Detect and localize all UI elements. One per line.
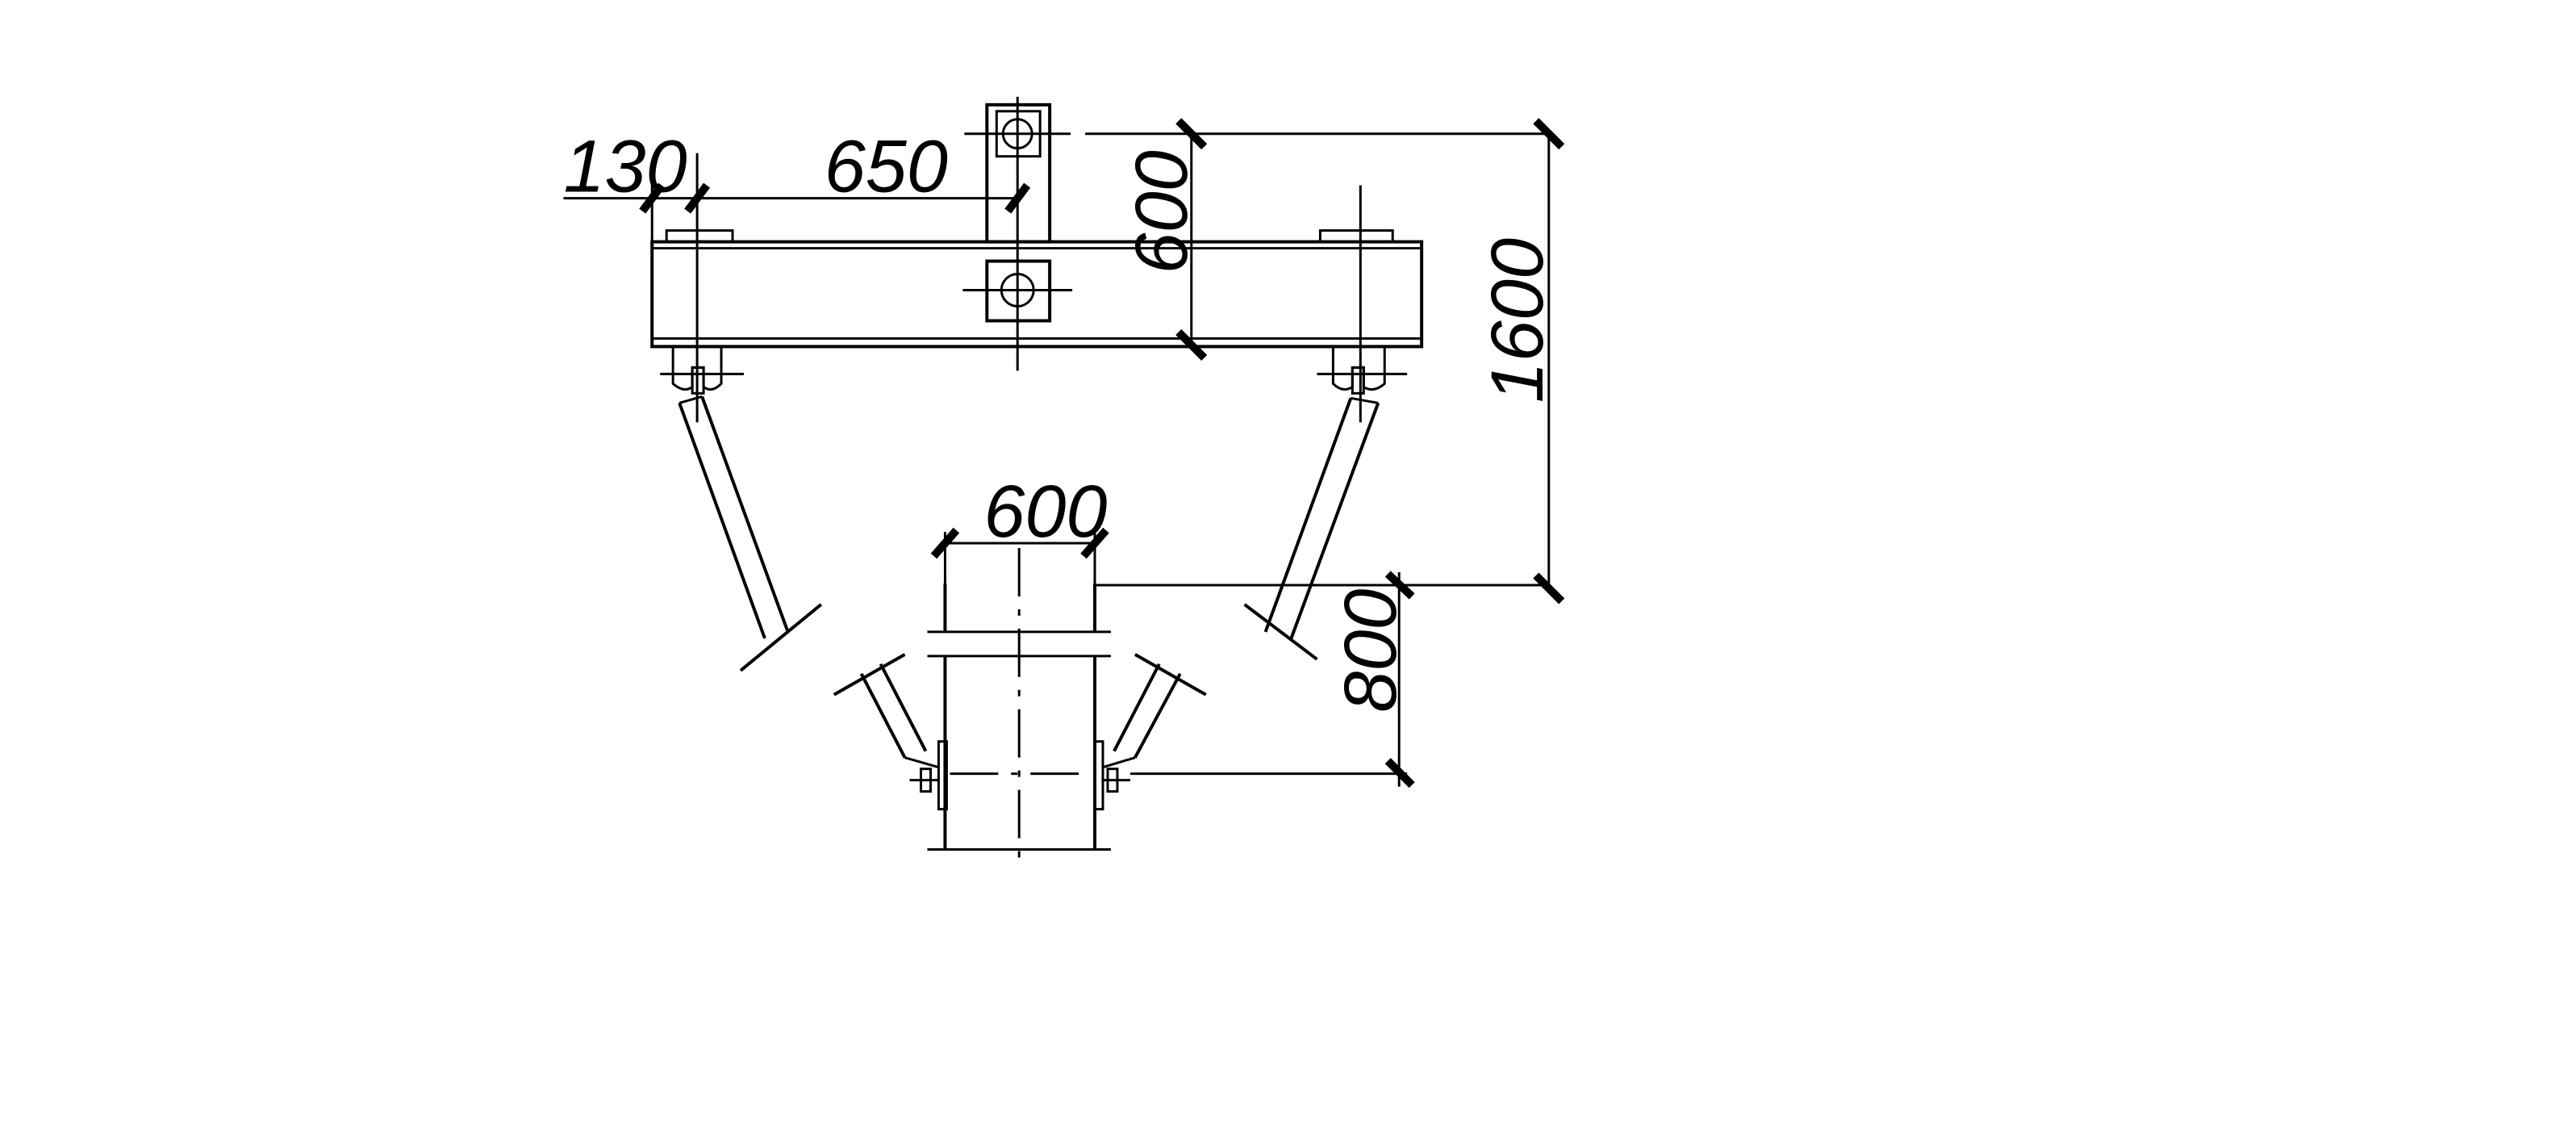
- dim-600-horizontal: [930, 527, 1109, 584]
- dim-800: [1095, 571, 1549, 789]
- right-hanger: [1243, 185, 1408, 661]
- dim-label-800: 800: [1330, 588, 1412, 712]
- lower-struts: [833, 653, 1207, 811]
- dim-1600: [1533, 118, 1565, 605]
- dim-label-600-horizontal: 600: [983, 471, 1107, 553]
- dim-label-600-vertical: 600: [1121, 150, 1203, 274]
- dim-600-vertical: [1085, 118, 1549, 361]
- dim-label-650: 650: [825, 126, 948, 208]
- top-lug: [964, 96, 1071, 371]
- dim-130-650: [563, 177, 1031, 242]
- lower-pipe: [927, 548, 1111, 858]
- dim-label-1600: 1600: [1476, 238, 1559, 403]
- main-beam: [650, 229, 1424, 349]
- dim-label-130: 130: [563, 126, 687, 208]
